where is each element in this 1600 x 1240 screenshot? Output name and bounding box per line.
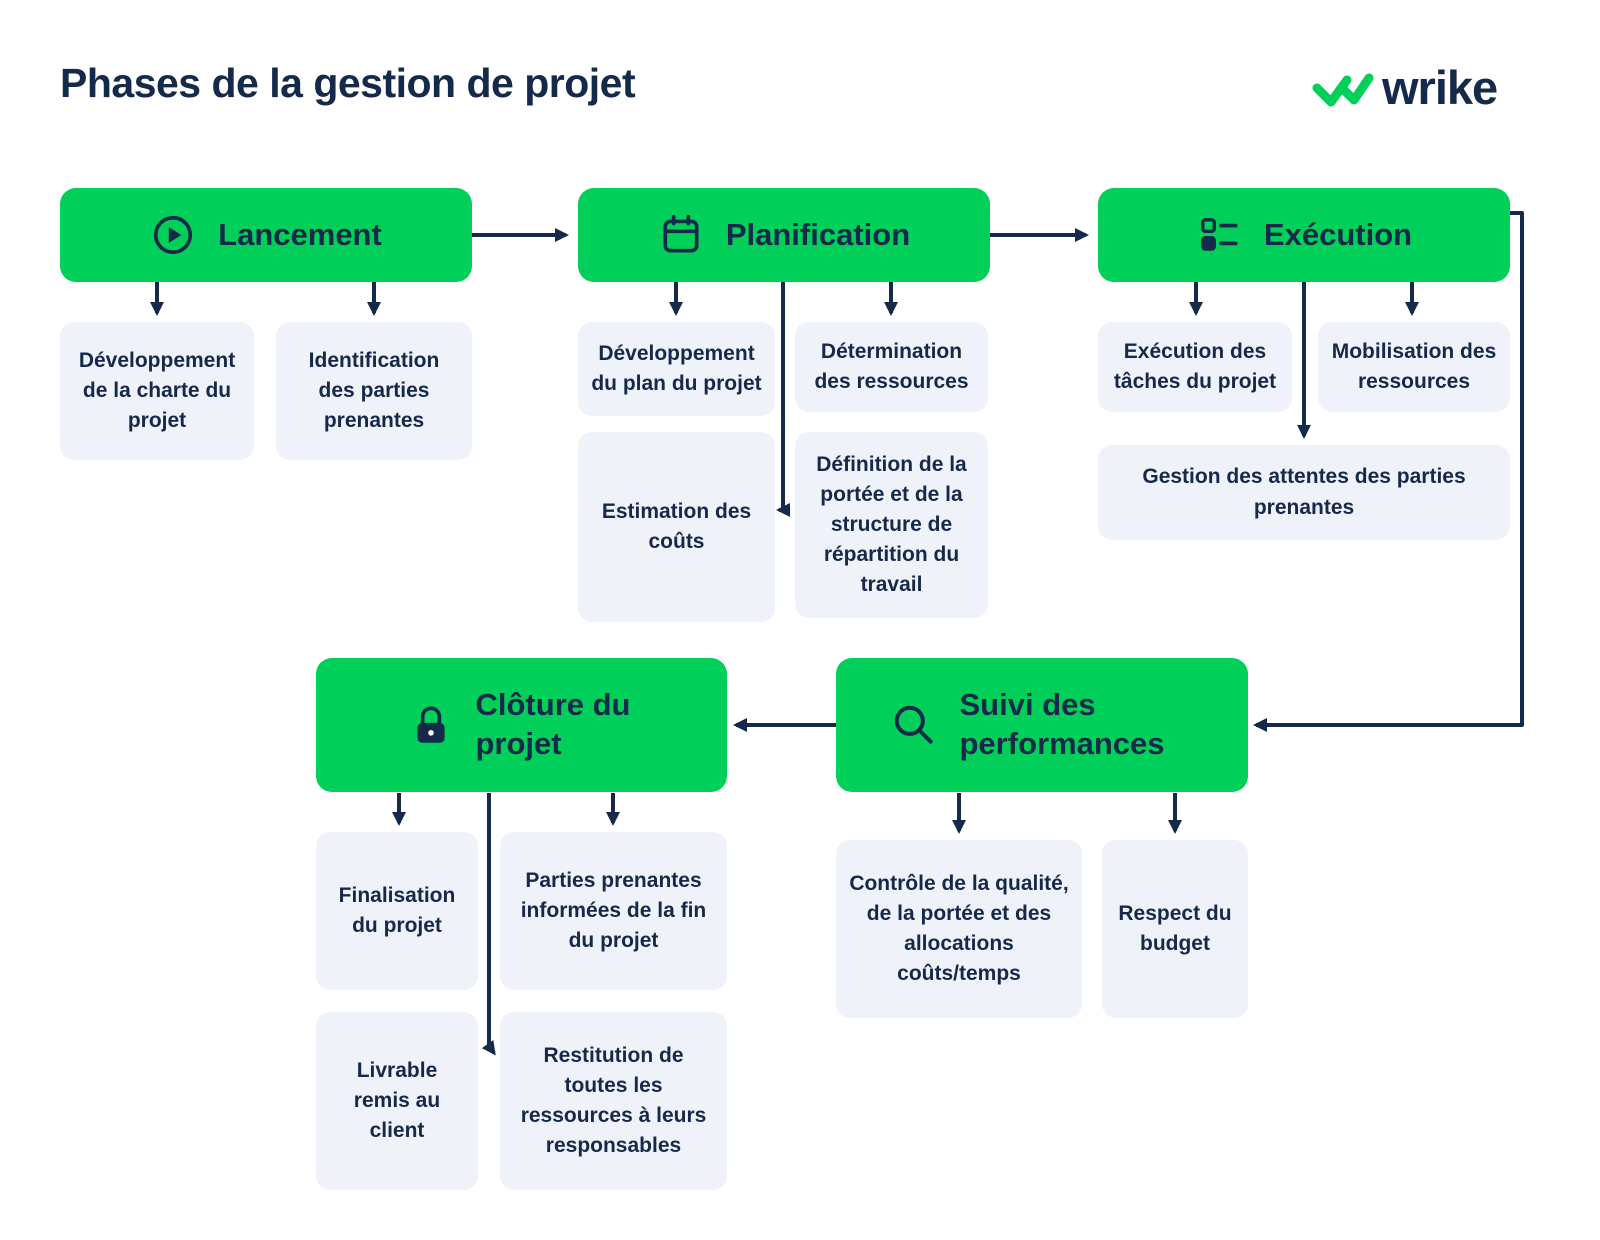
task-dev-plan: Développement du plan du projet xyxy=(578,322,775,416)
task-finalisation: Finalisation du projet xyxy=(316,832,478,990)
task-label: Restitution de toutes les ressources à l… xyxy=(520,1043,707,1158)
phase-label-cloture: Clôture du projet xyxy=(475,687,631,761)
phase-label-suivi: Suivi des performances xyxy=(959,687,1165,761)
task-label: Mobilisation des ressources xyxy=(1331,339,1497,393)
task-label: Estimation des coûts xyxy=(601,499,752,553)
task-label: Développement de la charte du projet xyxy=(78,348,236,432)
phase-label-planification: Planification xyxy=(725,216,911,252)
task-identification: Identification des parties prenantes xyxy=(276,322,472,460)
task-dev-charte: Développement de la charte du projet xyxy=(60,322,254,460)
task-gestion-attentes: Gestion des attentes des parties prenant… xyxy=(1098,445,1510,540)
task-label: Détermination des ressources xyxy=(814,339,969,393)
search-icon xyxy=(894,705,933,744)
task-determination: Détermination des ressources xyxy=(795,322,988,412)
lock-icon xyxy=(416,706,445,743)
page-title: Phases de la gestion de projet xyxy=(60,60,636,106)
wrike-logo-text: wrike xyxy=(1382,61,1498,114)
calendar-icon xyxy=(663,214,699,253)
task-livrable: Livrable remis au client xyxy=(316,1012,478,1190)
task-label: Exécution des tâches du projet xyxy=(1113,339,1277,393)
phase-label-execution: Exécution xyxy=(1263,216,1413,252)
phase-suivi: Suivi des performances xyxy=(836,658,1248,792)
task-label: Identification des parties prenantes xyxy=(308,348,440,432)
task-exec-taches: Exécution des tâches du projet xyxy=(1098,322,1292,412)
task-estimation: Estimation des coûts xyxy=(578,432,775,622)
task-label: Respect du budget xyxy=(1118,901,1232,955)
task-label: Développement du plan du projet xyxy=(591,341,762,395)
arrow-planification-to-estimation xyxy=(776,282,790,517)
task-mobilisation: Mobilisation des ressources xyxy=(1318,322,1510,412)
phase-lancement: Lancement xyxy=(60,188,472,282)
task-controle: Contrôle de la qualité, de la portée et … xyxy=(836,840,1082,1018)
task-label: Définition de la portée et de la structu… xyxy=(816,452,967,597)
play-icon xyxy=(154,215,193,255)
phase-cloture: Clôture du projet xyxy=(316,658,727,792)
task-parties-informees: Parties prenantes informées de la fin du… xyxy=(500,832,727,990)
phase-execution: Exécution xyxy=(1098,188,1510,282)
checklist-icon xyxy=(1201,218,1238,251)
task-label: Gestion des attentes des parties prenant… xyxy=(1142,465,1466,519)
task-definition: Définition de la portée et de la structu… xyxy=(795,432,988,618)
wrike-logo-icon xyxy=(1312,73,1374,106)
task-label: Finalisation du projet xyxy=(338,883,456,937)
phase-label-lancement: Lancement xyxy=(218,216,382,252)
phase-planification: Planification xyxy=(578,188,990,282)
task-restitution: Restitution de toutes les ressources à l… xyxy=(500,1012,727,1190)
wrike-logo: wrike xyxy=(1312,60,1498,115)
arrow-cloture-to-restitution xyxy=(481,793,496,1056)
task-label: Livrable remis au client xyxy=(353,1058,441,1142)
task-label: Contrôle de la qualité, de la portée et … xyxy=(849,871,1069,986)
task-respect-budget: Respect du budget xyxy=(1102,840,1248,1018)
task-label: Parties prenantes informées de la fin du… xyxy=(520,868,707,952)
